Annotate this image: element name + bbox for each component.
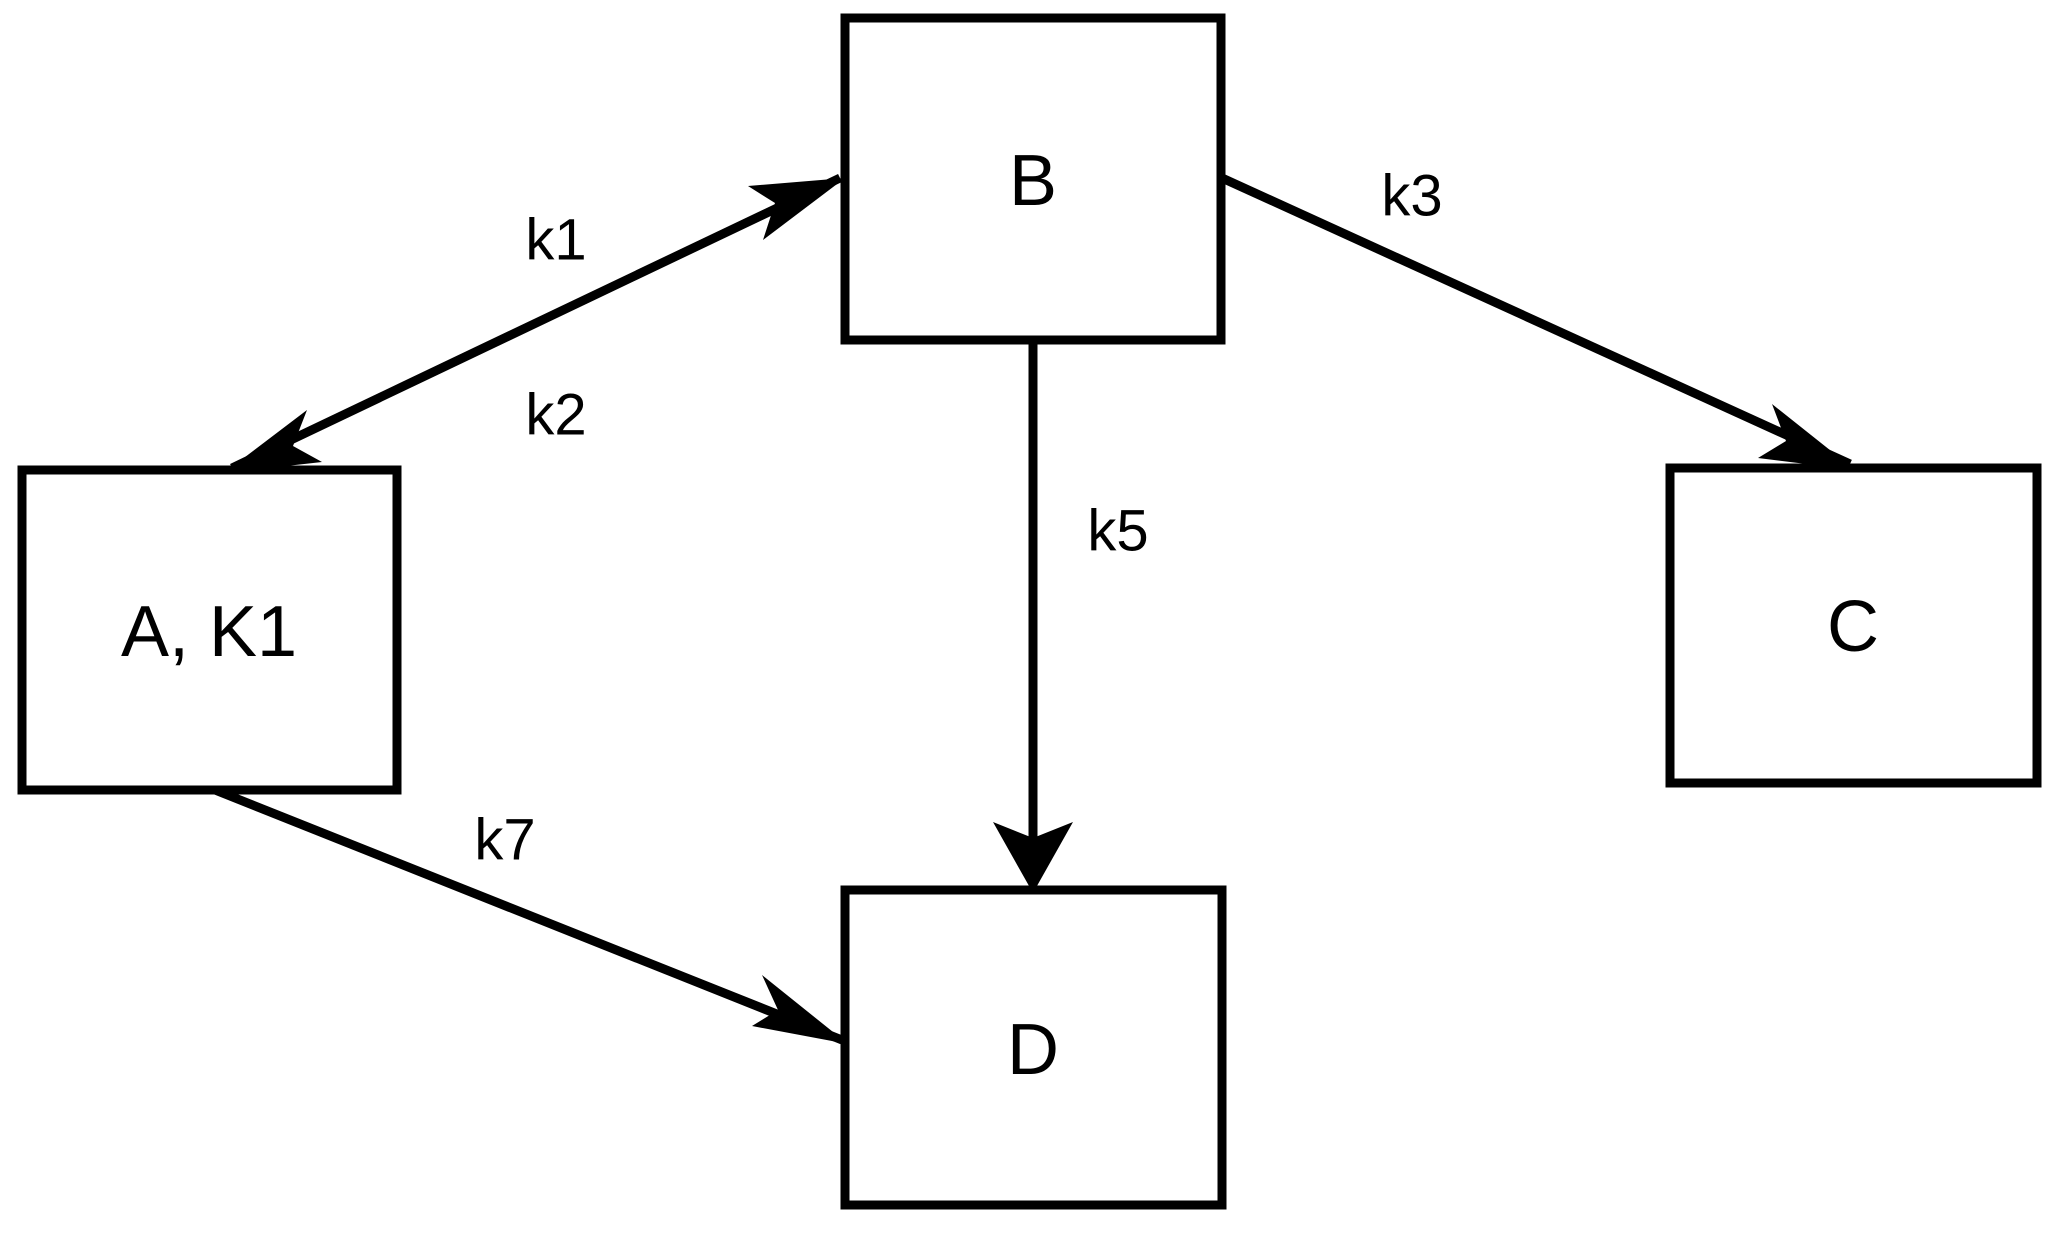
edge-k3 [1220, 173, 1855, 470]
arrow-head-k1-icon [748, 178, 845, 240]
edge-label-k2: k2 [525, 383, 586, 448]
node-c-label: C [1827, 587, 1879, 667]
edge-k3-line [1220, 173, 1852, 469]
edge-label-k5: k5 [1087, 499, 1148, 564]
node-b-label: B [1009, 141, 1057, 221]
arrow-head-k3-icon [1758, 404, 1855, 470]
arrow-head-k7-icon [752, 975, 848, 1044]
edge-k1-k2-line [230, 173, 842, 473]
node-d[interactable]: D [840, 885, 1227, 1210]
edge-label-k7: k7 [474, 808, 535, 873]
node-a-label: A, K1 [121, 592, 297, 672]
edge-k5 [993, 340, 1073, 893]
edge-k7-line [213, 785, 844, 1045]
arrow-head-k5-icon [993, 822, 1073, 893]
node-a[interactable]: A, K1 [17, 465, 402, 795]
edge-k1-k2 [224, 173, 845, 473]
node-c[interactable]: C [1665, 463, 2042, 788]
node-a-box[interactable] [17, 465, 402, 795]
arrow-head-k2-icon [224, 410, 322, 473]
node-d-label: D [1007, 1010, 1059, 1090]
edge-k7 [213, 785, 848, 1045]
edge-label-k1: k1 [525, 208, 586, 273]
node-d-box[interactable] [840, 885, 1227, 1210]
edge-label-k3: k3 [1381, 164, 1442, 229]
node-b[interactable]: B [840, 13, 1226, 345]
node-b-box[interactable] [840, 13, 1226, 345]
node-c-box[interactable] [1665, 463, 2042, 788]
